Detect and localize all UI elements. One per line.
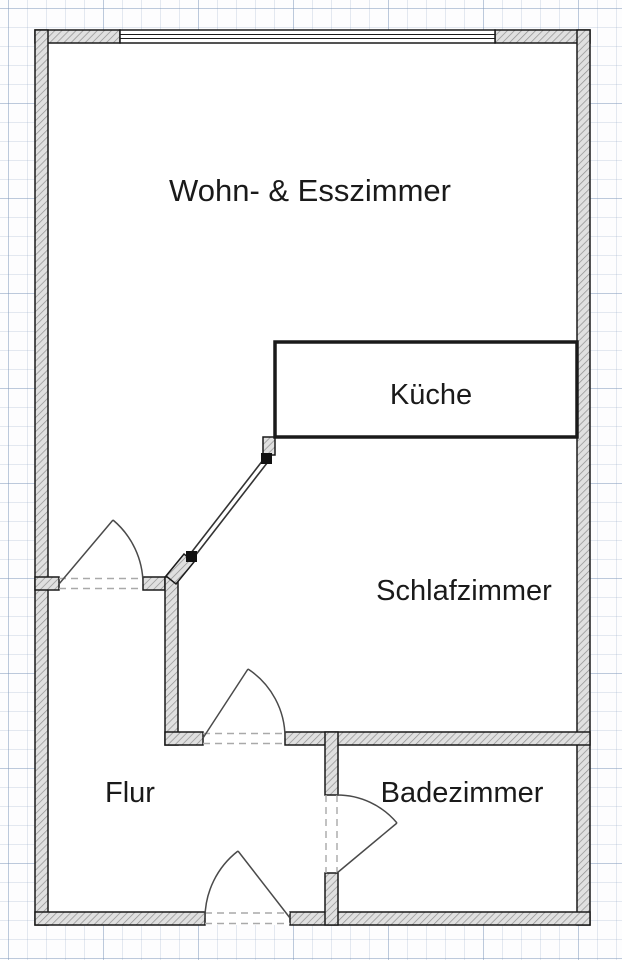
door-arc (336, 794, 398, 824)
door-arc (204, 850, 239, 919)
wall-top-right (494, 29, 591, 44)
door-arc (112, 519, 144, 585)
partition-line (188, 457, 266, 556)
wall-bottom-right (289, 911, 591, 926)
wall-left (34, 29, 49, 926)
partition-end-cap (261, 453, 272, 464)
window-frame (119, 29, 496, 44)
door-bedroom (202, 668, 286, 739)
door-arc (247, 668, 286, 739)
wall-hall-vertical (164, 576, 179, 746)
wall-bath-stub-bottom (324, 872, 339, 926)
apartment-footprint (35, 30, 590, 925)
kitchen-wall-outline (273, 340, 579, 439)
partition-line (192, 460, 270, 559)
wall-right (576, 29, 591, 926)
door-living-room (58, 519, 144, 585)
door-entrance (204, 850, 291, 919)
partition-diagonal (186, 453, 272, 562)
wall-bottom-left (34, 911, 206, 926)
room-label-bath: Badezimmer (381, 777, 544, 809)
room-label-kitchen: Küche (390, 379, 472, 411)
window-top (119, 29, 496, 44)
door-thresholds (59, 577, 338, 925)
wall-bath-stub-top (324, 731, 339, 796)
wall-hall-door-stub-left (34, 576, 60, 591)
room-label-hall: Flur (105, 777, 155, 809)
door-leaf (237, 850, 291, 919)
partition-end-cap (186, 551, 197, 562)
wall-flur-bath-top (284, 731, 591, 746)
door-leaf (336, 822, 398, 874)
wall-hall-door-stub-right (142, 576, 166, 591)
door-leaf (58, 519, 114, 585)
room-label-bedroom: Schlafzimmer (376, 575, 552, 607)
wall-flur-top-stub-left (164, 731, 204, 746)
room-label-living: Wohn- & Esszimmer (169, 173, 451, 208)
wall-kitchen-corner-stub (262, 436, 276, 456)
door-bathroom (336, 794, 398, 874)
door-leaf (202, 668, 249, 739)
